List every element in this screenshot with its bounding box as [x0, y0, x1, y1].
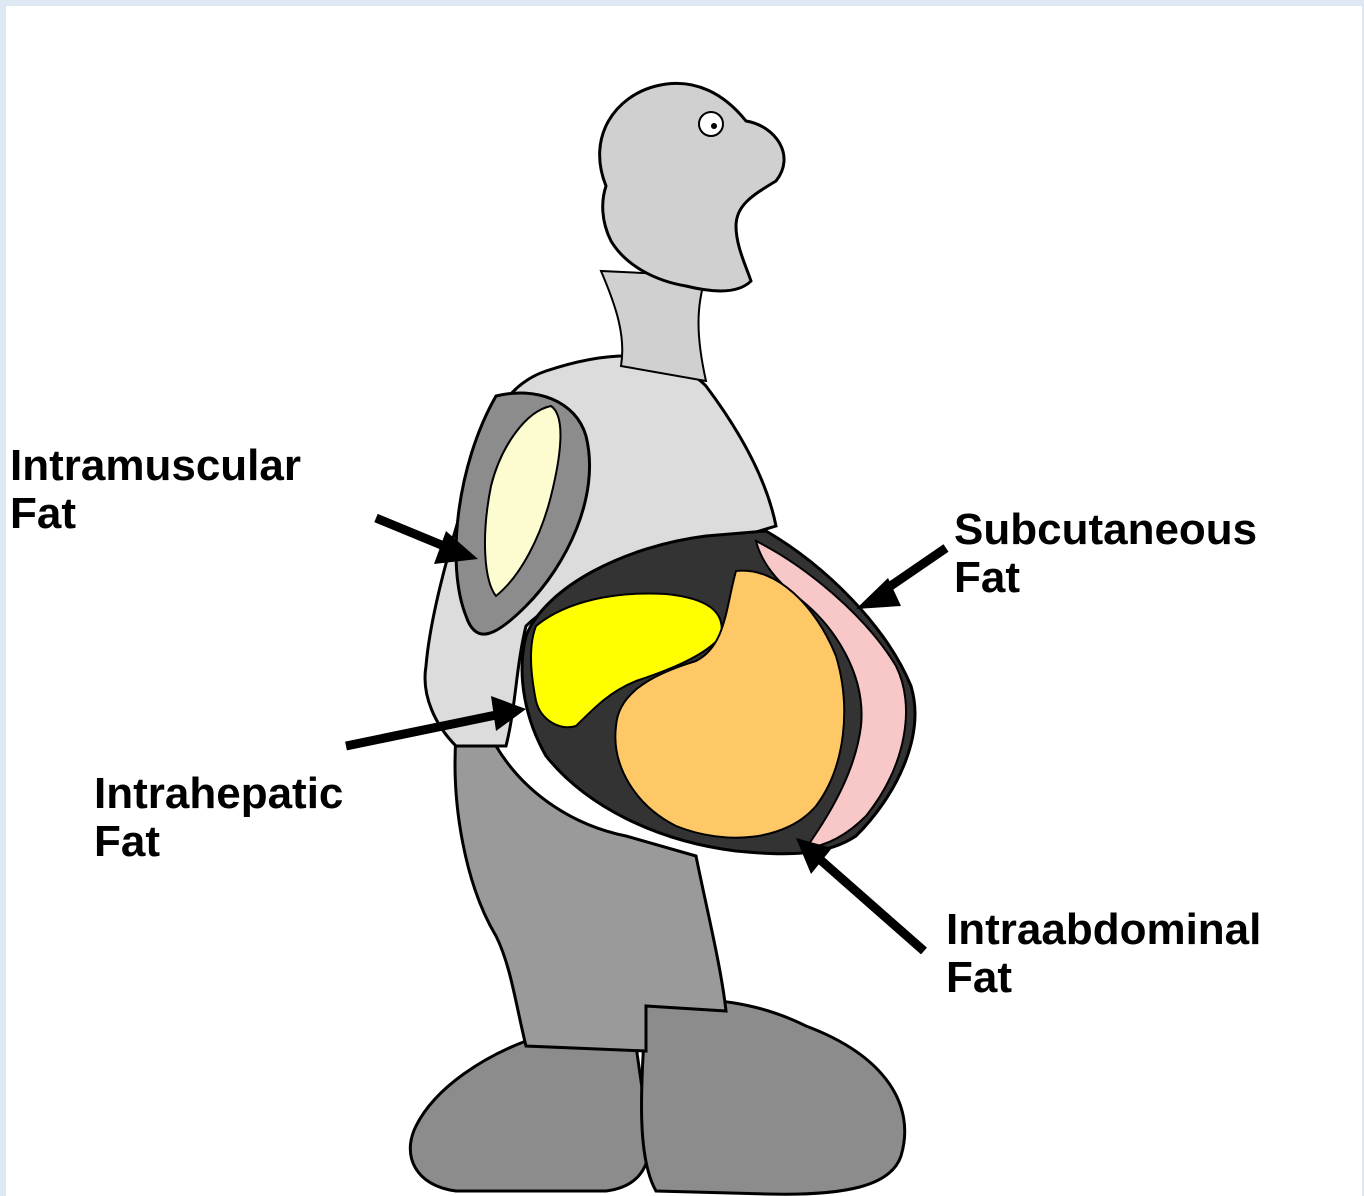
label-intrahepatic-line1: Intrahepatic: [94, 770, 343, 818]
label-intramuscular-fat: Intramuscular Fat: [10, 442, 301, 538]
pupil: [711, 123, 717, 129]
head: [600, 83, 784, 291]
label-intrahepatic-line2: Fat: [94, 818, 343, 866]
label-intraabdominal-line1: Intraabdominal: [946, 906, 1261, 954]
label-intramuscular-line2: Fat: [10, 490, 301, 538]
label-intraabdominal-fat: Intraabdominal Fat: [946, 906, 1261, 1002]
arrow-intraabdominal: [796, 838, 924, 951]
label-subcutaneous-line2: Fat: [954, 554, 1257, 602]
left-shoe: [410, 1041, 649, 1191]
label-intrahepatic-fat: Intrahepatic Fat: [94, 770, 343, 866]
label-intramuscular-line1: Intramuscular: [10, 442, 301, 490]
eye: [699, 112, 723, 136]
label-subcutaneous-line1: Subcutaneous: [954, 506, 1257, 554]
label-subcutaneous-fat: Subcutaneous Fat: [954, 506, 1257, 602]
right-shoe: [642, 1000, 905, 1194]
figure-frame: Intramuscular Fat Subcutaneous Fat Intra…: [6, 6, 1362, 1196]
arrow-subcutaneous: [856, 548, 946, 609]
label-intraabdominal-line2: Fat: [946, 954, 1261, 1002]
